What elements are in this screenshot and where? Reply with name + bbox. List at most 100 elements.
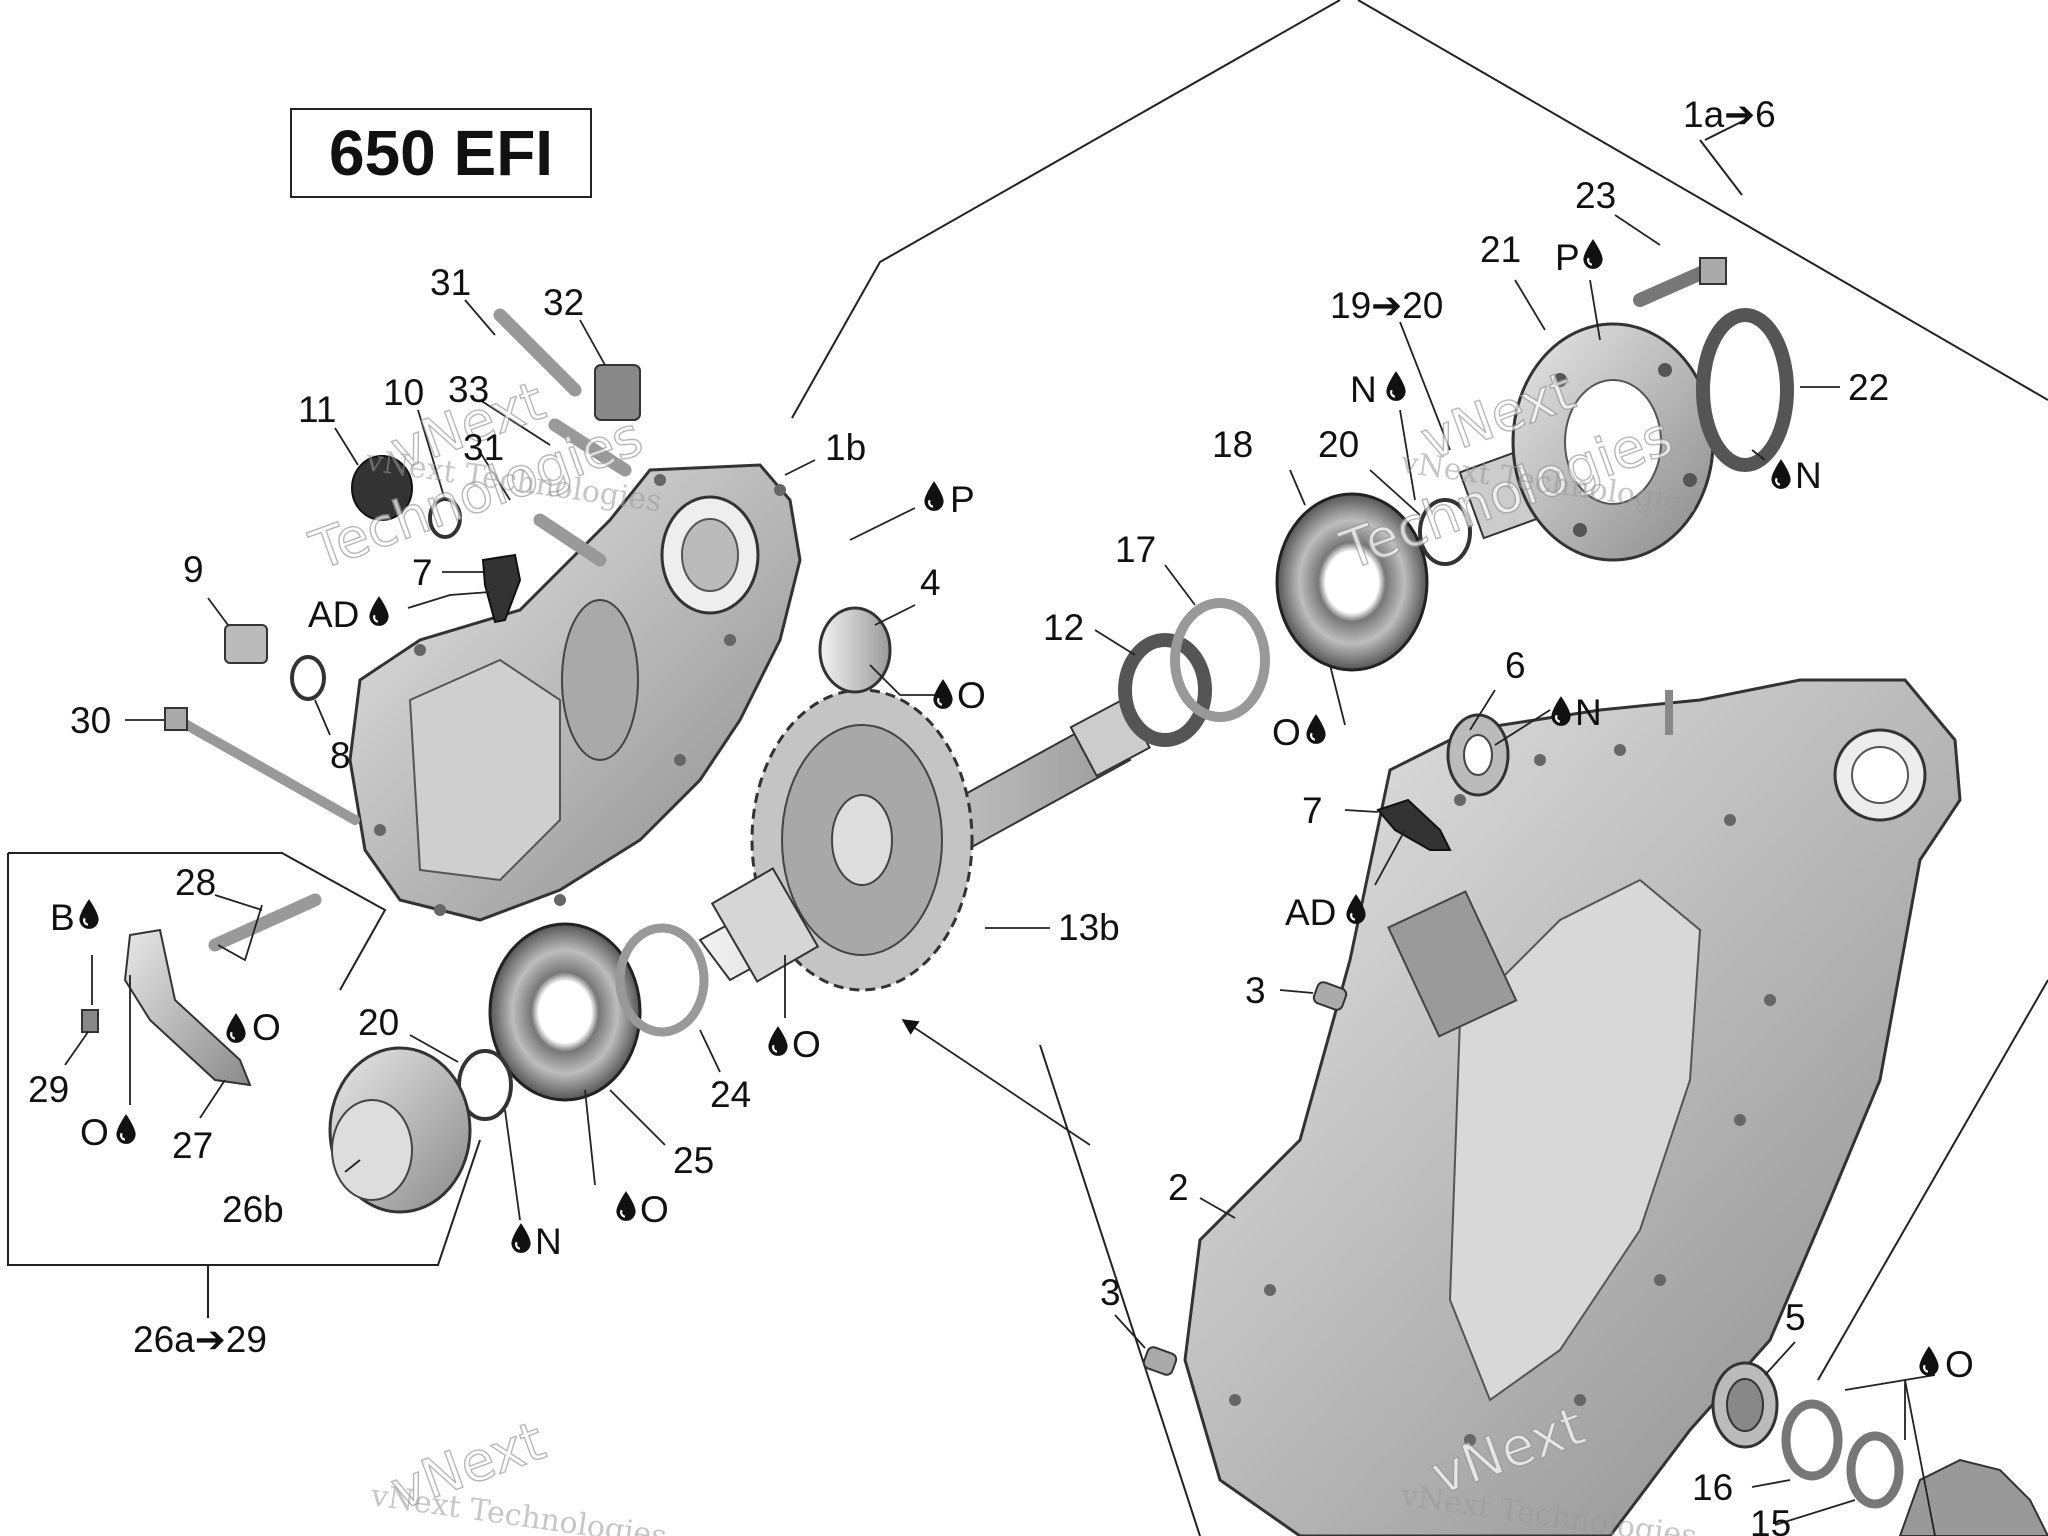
lubricant-drop-icon	[1550, 695, 1572, 727]
bracket-32	[594, 364, 641, 421]
label-7-left: 7	[412, 552, 433, 593]
label-31-top: 31	[430, 262, 471, 303]
crankcase-right-half	[1183, 678, 1962, 1536]
o-ring-20-top	[1418, 498, 1472, 566]
washer-15	[1846, 1431, 1904, 1509]
label-21: 21	[1480, 229, 1521, 270]
label-O-18: O	[1272, 712, 1301, 753]
label-12: 12	[1043, 607, 1084, 648]
model-title-box: 650 EFI	[290, 108, 592, 198]
dowel-3-mid	[1312, 981, 1348, 1011]
label-28: 28	[175, 862, 216, 903]
label-N-22: N	[1795, 455, 1822, 496]
label-1b: 1b	[825, 427, 866, 468]
pinion-gear-partial	[1898, 1458, 2048, 1536]
label-9: 9	[183, 549, 204, 590]
label-6: 6	[1505, 645, 1526, 686]
plug-11	[351, 455, 413, 521]
lubricant-drop-icon	[1385, 370, 1407, 402]
label-group-26a-29: 26a➔29	[133, 1319, 267, 1360]
leader-lines	[64, 214, 1936, 1536]
bearing-25	[488, 922, 642, 1102]
bearing-18	[1275, 492, 1429, 672]
label-O-29: O	[80, 1112, 109, 1153]
label-P-top: P	[1555, 237, 1580, 278]
label-27: 27	[172, 1125, 213, 1166]
label-P-1b: P	[950, 479, 975, 520]
label-18: 18	[1212, 424, 1253, 465]
label-16: 16	[1692, 1467, 1733, 1508]
bolts-31-33	[493, 308, 632, 567]
fork-shaft-28	[208, 893, 322, 952]
label-2: 2	[1168, 1167, 1189, 1208]
label-20-top: 20	[1318, 424, 1359, 465]
plug-9	[224, 624, 268, 664]
lubricant-drop-icon	[923, 480, 945, 512]
washer-16	[1781, 1399, 1843, 1481]
label-group-19-20: 19➔20	[1330, 285, 1443, 326]
lubricant-drop-icon	[78, 898, 100, 930]
lubricant-drop-icon	[510, 1222, 532, 1254]
label-O-13b: O	[792, 1024, 821, 1065]
shift-fork-27	[123, 928, 252, 1087]
screw-23	[1633, 257, 1727, 307]
label-N-6: N	[1575, 692, 1602, 733]
label-11: 11	[298, 389, 336, 430]
breather-7-left	[481, 553, 522, 624]
label-3-mid: 3	[1245, 970, 1266, 1011]
label-AD-right: AD	[1285, 892, 1336, 933]
label-O-4: O	[957, 675, 986, 716]
label-22: 22	[1848, 367, 1889, 408]
lubricant-drop-icon	[1770, 458, 1792, 490]
model-title: 650 EFI	[328, 117, 554, 189]
lubricant-drop-icon	[1918, 1345, 1940, 1377]
label-30: 30	[70, 700, 111, 741]
lubricant-drop-icon	[115, 1113, 137, 1145]
label-23: 23	[1575, 175, 1616, 216]
group-bracket-lines	[7, 0, 2048, 1536]
lubricant-drop-icon	[1582, 238, 1604, 270]
label-10: 10	[383, 372, 424, 413]
label-7-right: 7	[1302, 790, 1323, 831]
bushing-4	[818, 606, 892, 694]
lubricant-drop-icon	[368, 595, 390, 627]
label-O-5: O	[1945, 1344, 1974, 1385]
label-group-1a-6: 1a➔6	[1683, 94, 1776, 135]
shim-24	[615, 923, 709, 1037]
label-33: 33	[448, 369, 489, 410]
lubricant-drop-icon	[932, 678, 954, 710]
svg-text:vNext Technologies: vNext Technologies	[368, 1478, 669, 1536]
label-B: B	[50, 897, 75, 938]
o-ring-8	[290, 655, 326, 701]
label-15: 15	[1750, 1503, 1791, 1536]
label-13b: 13b	[1058, 907, 1120, 948]
oil-seal-22	[1696, 308, 1794, 472]
label-O-25: O	[640, 1189, 669, 1230]
label-31-mid: 31	[463, 427, 504, 468]
label-24: 24	[710, 1074, 751, 1115]
label-AD-left: AD	[308, 594, 359, 635]
sliding-gear-26b	[328, 1046, 472, 1214]
callout-labels: 1a➔6 23 21 P 22 N 19➔20 N 18 20 17 12 O …	[28, 94, 1974, 1536]
shaft-gear-13b	[698, 688, 1151, 992]
label-29: 29	[28, 1069, 69, 1110]
dowel-3-bottom	[1142, 1346, 1178, 1376]
breather-7-right	[1376, 798, 1452, 851]
label-N-19: N	[1350, 369, 1377, 410]
label-25: 25	[673, 1140, 714, 1181]
oil-seal-12	[1118, 633, 1212, 747]
bushing-5	[1711, 1361, 1779, 1449]
label-32: 32	[543, 282, 584, 323]
lubricant-drop-icon	[1305, 713, 1327, 745]
label-3-bottom: 3	[1100, 1272, 1121, 1313]
label-26b: 26b	[222, 1189, 284, 1230]
label-4: 4	[920, 562, 941, 603]
label-8: 8	[330, 735, 351, 776]
oil-seal-6	[1446, 713, 1510, 797]
pin-29	[81, 1009, 99, 1033]
bearing-cover-21	[1511, 322, 1715, 562]
shim-17	[1170, 598, 1270, 722]
bolt-30	[164, 707, 360, 825]
lubricant-drop-icon	[225, 1012, 247, 1044]
